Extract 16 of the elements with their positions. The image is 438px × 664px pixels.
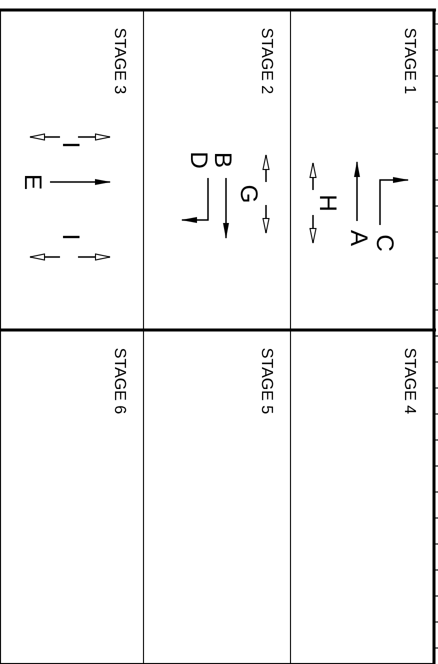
- motion-letter: E: [20, 174, 44, 190]
- motion-letter: I: [58, 234, 82, 240]
- motion-letter: I: [58, 142, 82, 148]
- stage-panel: [0, 330, 144, 664]
- stage-title: STAGE 2: [258, 28, 274, 94]
- stage-title: STAGE 6: [111, 348, 127, 414]
- stage-title: STAGE 5: [258, 348, 274, 414]
- motion-letter: H: [315, 194, 339, 212]
- motion-letter: C: [372, 234, 396, 252]
- motion-letter: D: [186, 151, 210, 169]
- motion-letter: G: [236, 184, 260, 204]
- stage-title: STAGE 4: [401, 348, 417, 414]
- motion-letter: A: [346, 230, 370, 246]
- stage-title: STAGE 3: [111, 28, 127, 94]
- motion-letter: B: [210, 152, 234, 168]
- stage-title: STAGE 1: [401, 28, 417, 94]
